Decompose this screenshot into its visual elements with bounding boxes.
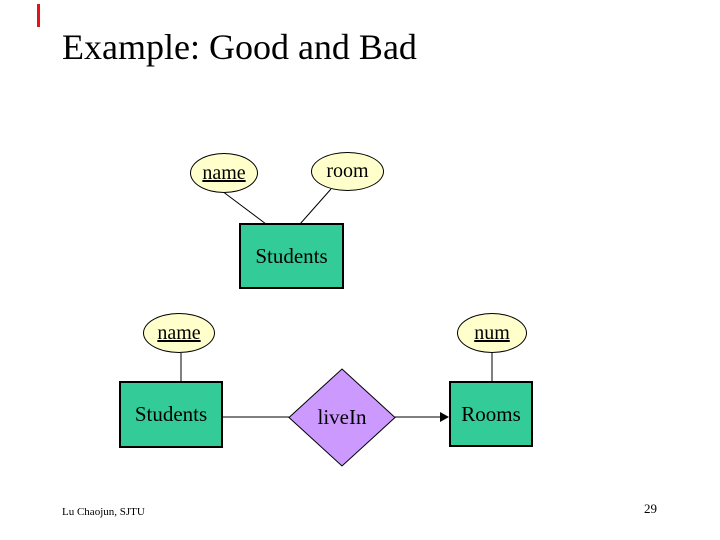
- entity-rect-students-bottom: Students: [119, 381, 223, 448]
- arrow-head-icon: [440, 412, 449, 422]
- line-name-to-students-top: [221, 190, 267, 225]
- diamond-shape: [288, 368, 396, 467]
- attribute-ellipse-name-bottom: name: [143, 313, 215, 353]
- entity-rect-rooms: Rooms: [449, 381, 533, 447]
- attribute-ellipse-room: room: [311, 152, 384, 191]
- page-number: 29: [644, 501, 657, 516]
- line-room-to-students-top: [299, 188, 332, 225]
- relationship-label: liveIn: [317, 405, 367, 429]
- entity-label: Students: [134, 402, 208, 426]
- attribute-ellipse-num: num: [457, 313, 527, 353]
- attribute-label: name: [202, 161, 246, 184]
- red-mark-artifact: [37, 4, 40, 27]
- attribute-ellipse-name-top: name: [190, 153, 258, 193]
- diamond-polygon: [288, 368, 396, 467]
- entity-label: Students: [255, 243, 328, 268]
- attribute-label: num: [474, 321, 510, 344]
- entity-label: Rooms: [461, 401, 521, 426]
- footer-author: Lu Chaojun, SJTU: [62, 506, 145, 518]
- attribute-label: name: [157, 321, 201, 344]
- relationship-diamond-livein: liveIn: [288, 368, 396, 467]
- entity-rect-students-top: Students: [239, 223, 344, 289]
- page-title: Example: Good and Bad: [62, 27, 417, 67]
- attribute-label: room: [326, 160, 369, 182]
